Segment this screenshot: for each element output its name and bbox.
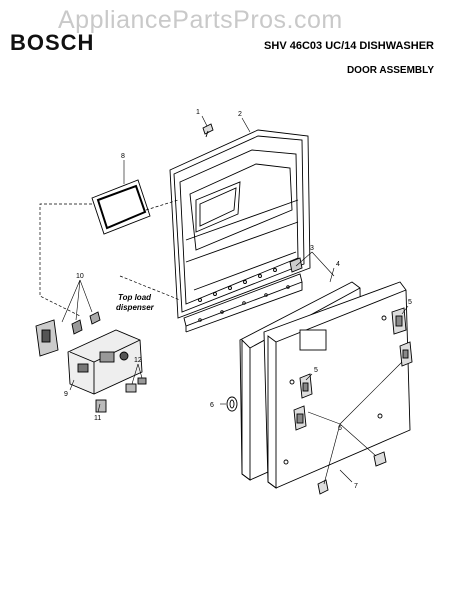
note-line-1: Top load: [118, 293, 152, 302]
callout-5a: 5: [408, 299, 412, 306]
part-lever: [71, 319, 83, 335]
section-title: DOOR ASSEMBLY: [346, 65, 434, 76]
callout-9: 9: [64, 391, 68, 398]
part-dispenser: [67, 329, 143, 395]
guide-lines: [39, 199, 181, 317]
part-clip-left: [226, 396, 238, 412]
part-bracket-upper: [391, 307, 407, 335]
callout-5b: 5: [314, 367, 318, 374]
part-bracket-right: [399, 341, 413, 367]
leader-lines: [61, 115, 409, 485]
note-line-2: dispenser: [116, 303, 155, 312]
part-small-screws: [125, 377, 147, 393]
watermark: AppliancePartsPros.com: [58, 6, 343, 34]
callout-8: 8: [121, 153, 125, 160]
callout-6b: 6: [338, 425, 342, 432]
callout-11: 11: [94, 415, 101, 422]
part-outer-panel: [263, 281, 411, 489]
callout-12: 12: [134, 357, 142, 364]
part-bracket-lower: [293, 405, 307, 431]
part-gasket: [91, 179, 151, 235]
part-clip-bottom-a: [373, 451, 387, 467]
part-spring: [89, 311, 101, 325]
callout-1: 1: [196, 109, 200, 116]
brand-logo: BOSCH: [10, 30, 95, 55]
part-dispenser-cover: [35, 319, 59, 357]
callout-6a: 6: [210, 402, 214, 409]
part-screw: [202, 123, 214, 138]
callout-3: 3: [310, 245, 314, 252]
callout-7: 7: [354, 483, 358, 490]
part-clip-bottom-b: [317, 479, 329, 495]
part-hinge-bar: [183, 257, 303, 333]
part-rinse-cap: [95, 399, 107, 413]
part-inner-door: [169, 129, 311, 319]
callout-2: 2: [238, 111, 242, 118]
part-bracket-middle: [299, 373, 313, 399]
model-title: SHV 46C03 UC/14 DISHWASHER: [264, 40, 434, 52]
callout-4: 4: [336, 261, 340, 268]
callout-10: 10: [76, 273, 84, 280]
